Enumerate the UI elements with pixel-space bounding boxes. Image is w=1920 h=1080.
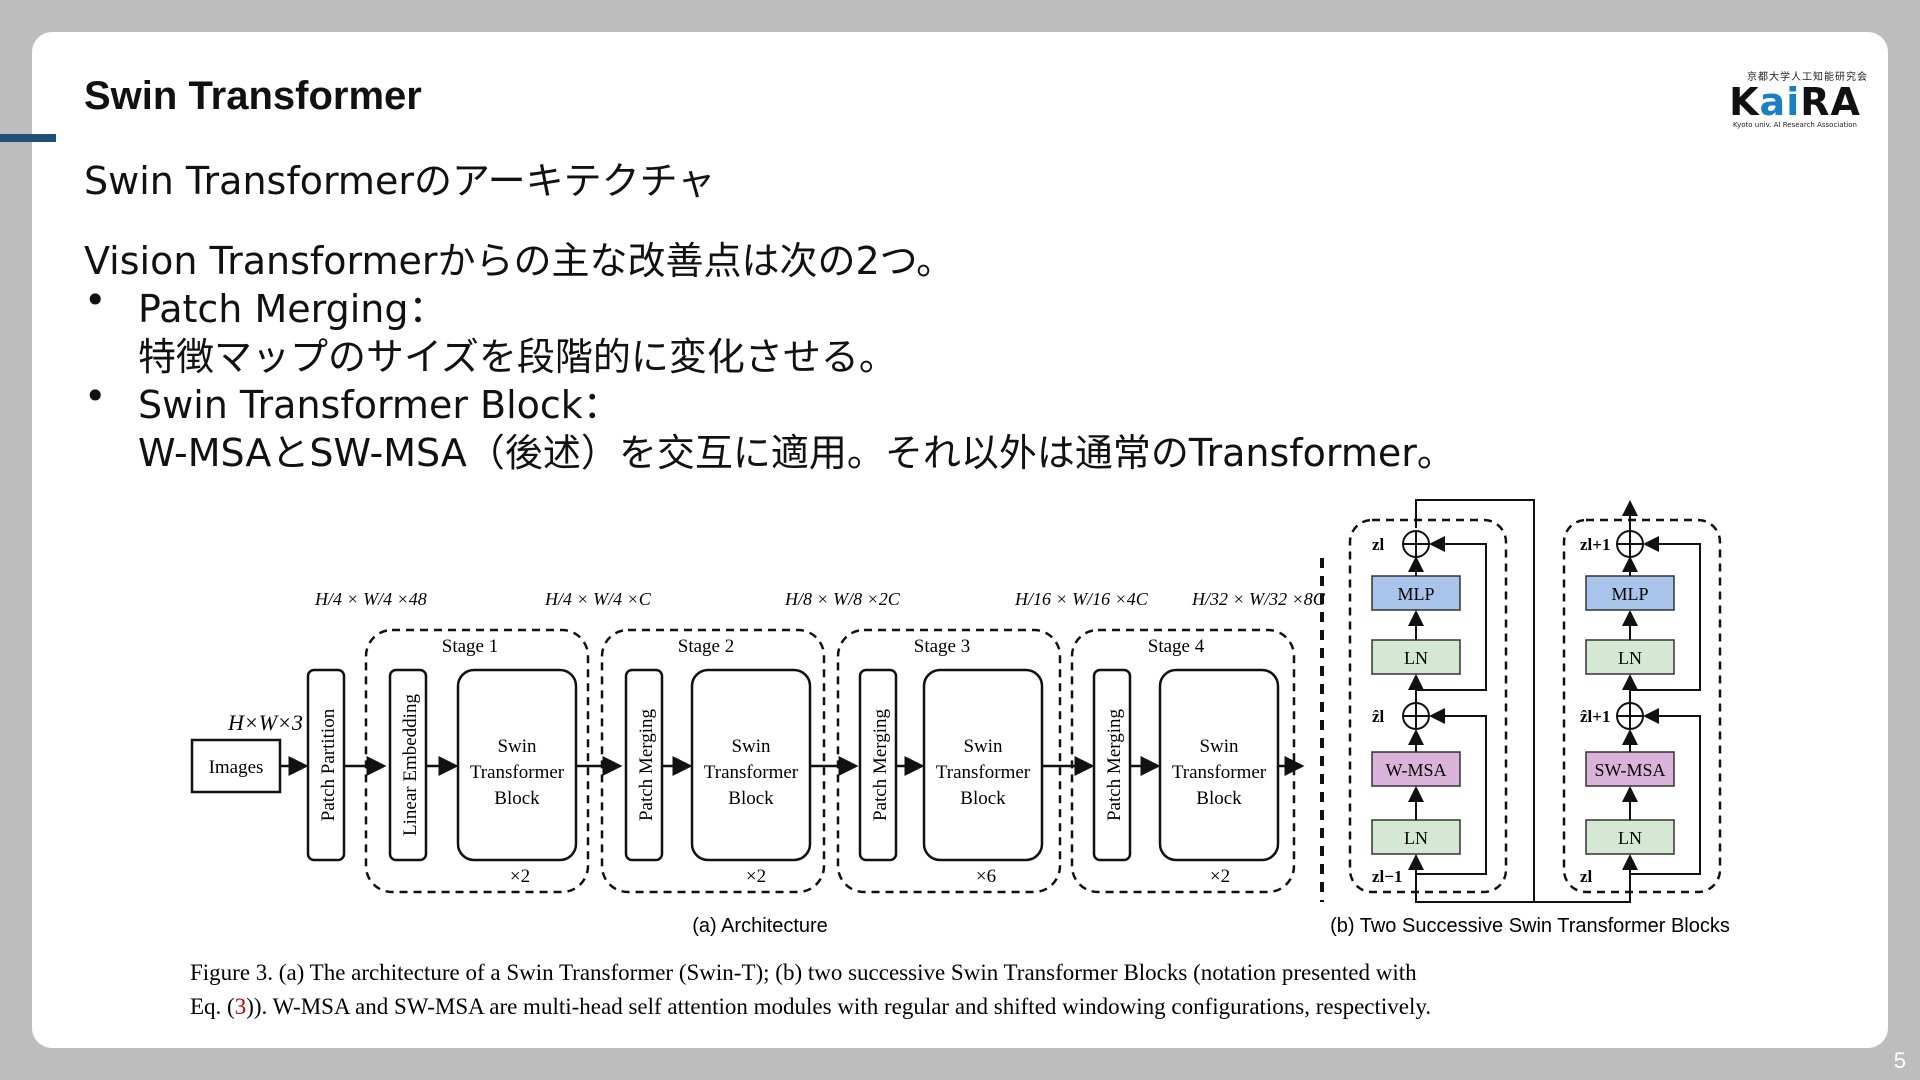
logo-mark-left: K (1729, 80, 1760, 124)
block-label-line: Block (494, 788, 540, 809)
stage-1-repeat: ×2 (510, 866, 530, 887)
patch-merging-label: Patch Merging (636, 708, 657, 821)
block-a-z-in: zl−1 (1372, 867, 1402, 886)
stage-3-label: Stage 3 (914, 636, 970, 657)
block-label-line: Transformer (470, 762, 565, 783)
block-a-container (1348, 518, 1508, 894)
block-a-ln1 (1371, 639, 1461, 675)
residual-arrow (1416, 708, 1487, 875)
residual-arrow (1630, 708, 1701, 875)
intro-text: Vision Transformerからの主な改善点は次の2つ。 (84, 239, 955, 283)
stage-1-container (364, 628, 590, 894)
figure-caption-line-1: Figure 3. (a) The architecture of a Swin… (190, 960, 1417, 985)
page-number: 5 (1893, 1048, 1906, 1073)
patch-merging-label: Patch Merging (870, 708, 891, 821)
images-label: Images (209, 757, 264, 778)
block-b-attn-label: SW-MSA (1594, 760, 1665, 780)
block-a-ln2 (1371, 819, 1461, 855)
bullet-marker: • (84, 278, 107, 322)
title-accent-bar (0, 134, 56, 142)
block-a-ln2-label: LN (1404, 828, 1428, 848)
block-b-z-hat: ẑl+1 (1580, 707, 1610, 726)
logo-tagline: 京都大学人工知能研究会 (1747, 72, 1868, 83)
block-a-ln1-label: LN (1404, 648, 1428, 668)
stage-1-dim: H/4 × W/4 ×C (544, 589, 652, 609)
block-a-attn (1371, 751, 1461, 787)
stage-4-dim: H/32 × W/32 ×8C (1191, 589, 1326, 609)
block-b-ln1 (1585, 639, 1675, 675)
block-label-line: Block (960, 788, 1006, 809)
block-label-line: Transformer (936, 762, 1031, 783)
block-label-line: Transformer (704, 762, 799, 783)
stage-3-dim: H/16 × W/16 ×4C (1014, 589, 1149, 609)
block-b-attn (1585, 751, 1675, 787)
stage-2-label: Stage 2 (678, 636, 734, 657)
block-a-mlp-label: MLP (1397, 584, 1434, 604)
caption-b: (b) Two Successive Swin Transformer Bloc… (1330, 915, 1730, 937)
images-box (190, 738, 282, 794)
block-b-ln1-label: LN (1618, 648, 1642, 668)
stage-2-repeat: ×2 (746, 866, 766, 887)
block-a-z-hat: ẑl (1372, 707, 1385, 726)
logo-mark: KaiRA (1722, 83, 1868, 121)
input-dim-label: H×W×3 (227, 710, 303, 735)
caption-a: (a) Architecture (692, 915, 828, 937)
block-label-line: Swin (497, 736, 537, 757)
bullet-1-detail: 特徴マップのサイズを段階的に変化させる。 (138, 335, 897, 379)
block-a-attn-label: W-MSA (1385, 760, 1446, 780)
kaira-logo: 京都大学人工知能研究会 KaiRA Kyoto univ. AI Researc… (1722, 68, 1868, 132)
bullet-1-head: Patch Merging： (138, 287, 447, 331)
stage-3-container (836, 628, 1062, 894)
block-label-line: Swin (731, 736, 771, 757)
block-b-container (1562, 518, 1722, 894)
logo-mark-right: RA (1800, 80, 1861, 124)
block-label-line: Swin (963, 736, 1003, 757)
stage-4-label: Stage 4 (1148, 636, 1205, 657)
block-b-z-out: zl+1 (1580, 535, 1610, 554)
residual-arrow (1630, 536, 1701, 691)
linear-embedding-label: Linear Embedding (400, 694, 421, 836)
patch-merging-label: Patch Merging (1104, 708, 1125, 821)
logo-sub: Kyoto univ. AI Research Association (1733, 121, 1857, 129)
block-b-mlp (1585, 575, 1675, 611)
connector-line (1415, 499, 1535, 903)
block-label-line: Block (1196, 788, 1242, 809)
stage-4-repeat: ×2 (1210, 866, 1230, 887)
partition-dim-label: H/4 × W/4 ×48 (314, 589, 427, 609)
slide-title: Swin Transformer (84, 74, 422, 118)
block-b-ln2-label: LN (1618, 828, 1642, 848)
block-a-z-out: zl (1372, 535, 1385, 554)
stage-1-label: Stage 1 (442, 636, 498, 657)
stage-2-container (600, 628, 826, 894)
block-label-line: Block (728, 788, 774, 809)
block-label-line: Swin (1199, 736, 1239, 757)
bullet-2-head: Swin Transformer Block： (138, 383, 621, 427)
bullet-2-detail: W-MSAとSW-MSA（後述）を交互に適用。それ以外は通常のTransform… (138, 431, 1455, 475)
patch-partition-label: Patch Partition (318, 708, 339, 821)
slide-subtitle: Swin Transformerのアーキテクチャ (84, 159, 716, 203)
swin-architecture-figure: H×W×3 Images Patch Partition H/4 × W/4 ×… (190, 499, 1730, 1019)
stage-3-repeat: ×6 (976, 866, 996, 887)
residual-arrow (1416, 536, 1487, 691)
slide (0, 32, 1888, 1048)
logo-mark-accent: ai (1759, 80, 1801, 124)
figure-caption-line-2: Eq. (3)). W-MSA and SW-MSA are multi-hea… (190, 994, 1431, 1019)
block-a-mlp (1371, 575, 1461, 611)
block-label-line: Transformer (1172, 762, 1267, 783)
block-b-mlp-label: MLP (1611, 584, 1648, 604)
block-b-z-in: zl (1580, 867, 1593, 886)
bullet-marker: • (84, 374, 107, 418)
connector-line (1534, 854, 1638, 903)
stage-2-dim: H/8 × W/8 ×2C (784, 589, 901, 609)
